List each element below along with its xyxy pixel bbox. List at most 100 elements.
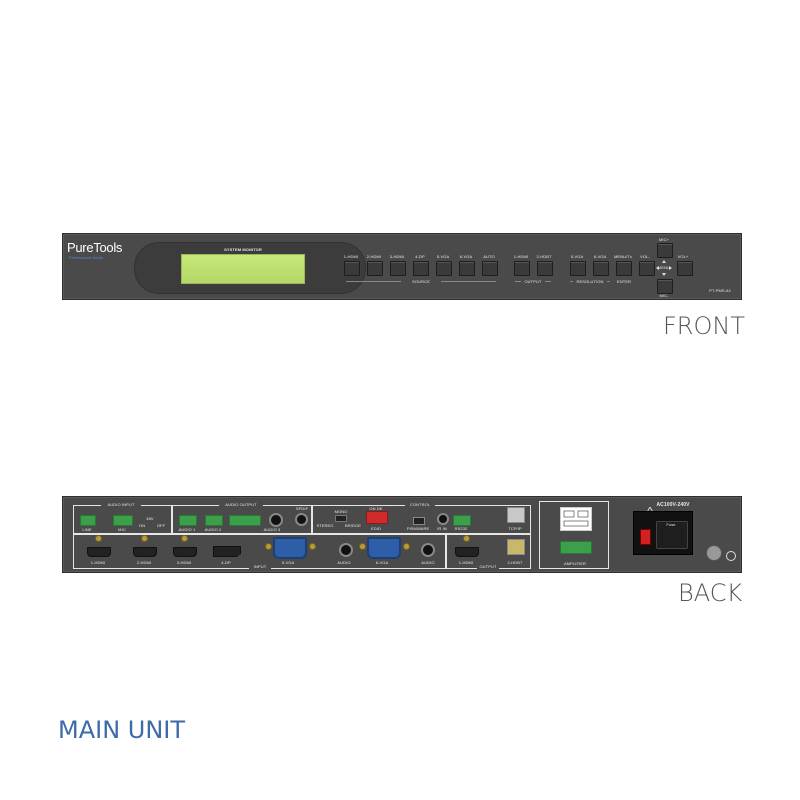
phantom-off-label: OFF bbox=[156, 523, 166, 528]
vol-plus-button[interactable] bbox=[677, 261, 693, 276]
audio-3-label: AUDIO 3 bbox=[263, 527, 281, 532]
mic-minus-button[interactable] bbox=[657, 279, 673, 294]
audio-2-terminal[interactable] bbox=[205, 515, 223, 526]
edid-dip-switch[interactable] bbox=[366, 511, 388, 524]
hdmi-1-label: 1-HDMI bbox=[90, 560, 106, 565]
line-terminal[interactable] bbox=[80, 515, 96, 526]
resolution-button-6-vga[interactable] bbox=[593, 261, 609, 276]
source-btn-label-3: 3-HDMI bbox=[389, 254, 405, 259]
source-button-5-vga[interactable] bbox=[436, 261, 452, 276]
edid-label: EDID bbox=[371, 526, 381, 531]
screw-1 bbox=[95, 535, 102, 542]
dp-4-label: 4-DP bbox=[221, 560, 231, 565]
audio-6-label: AUDIO bbox=[421, 560, 435, 565]
resolution-group-label: RESOLUTION bbox=[573, 279, 607, 284]
enter-label: ENTER bbox=[616, 279, 632, 284]
power-switch[interactable] bbox=[640, 529, 651, 545]
hdmi-1-input[interactable] bbox=[87, 547, 111, 557]
back-panel: AUDIO INPUT LINE MIC 48V ON OFF AUDIO OU… bbox=[62, 496, 742, 573]
display-label: SYSTEM MONITOR bbox=[224, 247, 262, 252]
brand-name: PureTools bbox=[67, 240, 123, 255]
source-button-4-dp[interactable] bbox=[413, 261, 429, 276]
phantom-on-label: ON bbox=[138, 523, 146, 528]
rs232-label: RS232 bbox=[454, 526, 468, 531]
source-button-1-hdmi[interactable] bbox=[344, 261, 360, 276]
control-label: CONTROL bbox=[405, 502, 435, 507]
output-button-2-hdbt[interactable] bbox=[537, 261, 553, 276]
vol-plus-label: VOL+ bbox=[677, 254, 689, 259]
vga-6-label: 6-VGA bbox=[375, 560, 389, 565]
out-hdmi-label: 1-HDMI bbox=[458, 560, 474, 565]
source-button-6-vga[interactable] bbox=[459, 261, 475, 276]
hdbt-port[interactable] bbox=[507, 539, 525, 555]
mic-plus-button[interactable] bbox=[657, 243, 673, 258]
line-label: LINE bbox=[82, 527, 92, 532]
vga-6-input[interactable] bbox=[367, 537, 401, 559]
firmware-port[interactable] bbox=[413, 517, 425, 525]
audio-output-label: AUDIO OUTPUT bbox=[219, 502, 263, 507]
phantom-48v-label: 48V bbox=[146, 516, 154, 521]
hdmi-1-output[interactable] bbox=[455, 547, 479, 557]
speaker-terminal[interactable] bbox=[560, 541, 592, 554]
spdif-label: SPDIF bbox=[295, 506, 309, 511]
audio-3-terminal[interactable] bbox=[229, 515, 261, 526]
source-button-3-hdmi[interactable] bbox=[390, 261, 406, 276]
firmware-label: FIRMWARE bbox=[406, 526, 430, 531]
screw-out bbox=[463, 535, 470, 542]
mono-stereo-switch[interactable] bbox=[335, 515, 347, 522]
screw-3 bbox=[181, 535, 188, 542]
audio-5-jack[interactable] bbox=[339, 543, 353, 557]
resolution-button-5-vga[interactable] bbox=[570, 261, 586, 276]
amplifier-diagram bbox=[560, 507, 592, 531]
hdmi-3-label: 3-HDMI bbox=[176, 560, 192, 565]
vga-5-input[interactable] bbox=[273, 537, 307, 559]
dip-on-label: ON DE bbox=[369, 506, 383, 511]
audio-out-jack[interactable] bbox=[269, 513, 283, 527]
model-number: PT-PMS-62 bbox=[709, 288, 731, 293]
fuse-label: Fuse bbox=[666, 522, 676, 527]
source-btn-label-7: AUTO bbox=[483, 254, 495, 259]
spdif-port[interactable] bbox=[295, 513, 308, 526]
res-btn-label-2: 6-VGA bbox=[593, 254, 607, 259]
hdmi-3-input[interactable] bbox=[173, 547, 197, 557]
mic-plus-label: MIC+ bbox=[658, 237, 670, 242]
screw-vga6-l bbox=[359, 543, 366, 550]
vol-minus-label: VOL- bbox=[640, 254, 650, 259]
amplifier-section bbox=[539, 501, 609, 569]
audio-6-jack[interactable] bbox=[421, 543, 435, 557]
source-btn-label-4: 4-DP bbox=[415, 254, 425, 259]
brand-logo: PureTools Professional Media bbox=[67, 240, 122, 260]
mic-terminal[interactable] bbox=[113, 515, 133, 526]
brand-subtitle: Professional Media bbox=[69, 255, 104, 260]
output-button-1-hdmi[interactable] bbox=[514, 261, 530, 276]
hdmi-2-input[interactable] bbox=[133, 547, 157, 557]
source-button-auto[interactable] bbox=[482, 261, 498, 276]
front-panel: PureTools Professional Media SYSTEM MONI… bbox=[62, 233, 742, 300]
vol-minus-button[interactable] bbox=[639, 261, 655, 276]
tcpip-port[interactable] bbox=[507, 507, 525, 523]
menu-nav-icon bbox=[655, 259, 673, 277]
audio-1-label: AUDIO 1 bbox=[178, 527, 196, 532]
main-unit-title: MAIN UNIT bbox=[58, 716, 186, 744]
ground-screw-icon bbox=[706, 545, 722, 561]
source-btn-label-6: 6-VGA bbox=[459, 254, 473, 259]
mono-label: MONO bbox=[334, 509, 348, 514]
ground-symbol-icon bbox=[726, 551, 736, 561]
source-btn-label-1: 1-HDMI bbox=[343, 254, 359, 259]
vga-5-label: 5-VGA bbox=[281, 560, 295, 565]
tcpip-label: TCP/IP bbox=[508, 526, 522, 531]
ac-socket[interactable] bbox=[656, 521, 688, 549]
ir-in-port[interactable] bbox=[437, 513, 449, 525]
hdmi-2-label: 2-HDMI bbox=[136, 560, 152, 565]
menu-button[interactable] bbox=[616, 261, 632, 276]
lcd-display bbox=[181, 254, 305, 284]
screw-vga5-r bbox=[309, 543, 316, 550]
rs232-terminal[interactable] bbox=[453, 515, 471, 526]
hdbt-label: 2-HDBT bbox=[507, 560, 523, 565]
res-btn-label-1: 5-VGA bbox=[570, 254, 584, 259]
audio-1-terminal[interactable] bbox=[179, 515, 197, 526]
source-btn-label-2: 2-HDMI bbox=[366, 254, 382, 259]
menu-btn-label: MENU/Tx bbox=[613, 254, 633, 259]
dp-4-input[interactable] bbox=[213, 546, 241, 557]
source-button-2-hdmi[interactable] bbox=[367, 261, 383, 276]
